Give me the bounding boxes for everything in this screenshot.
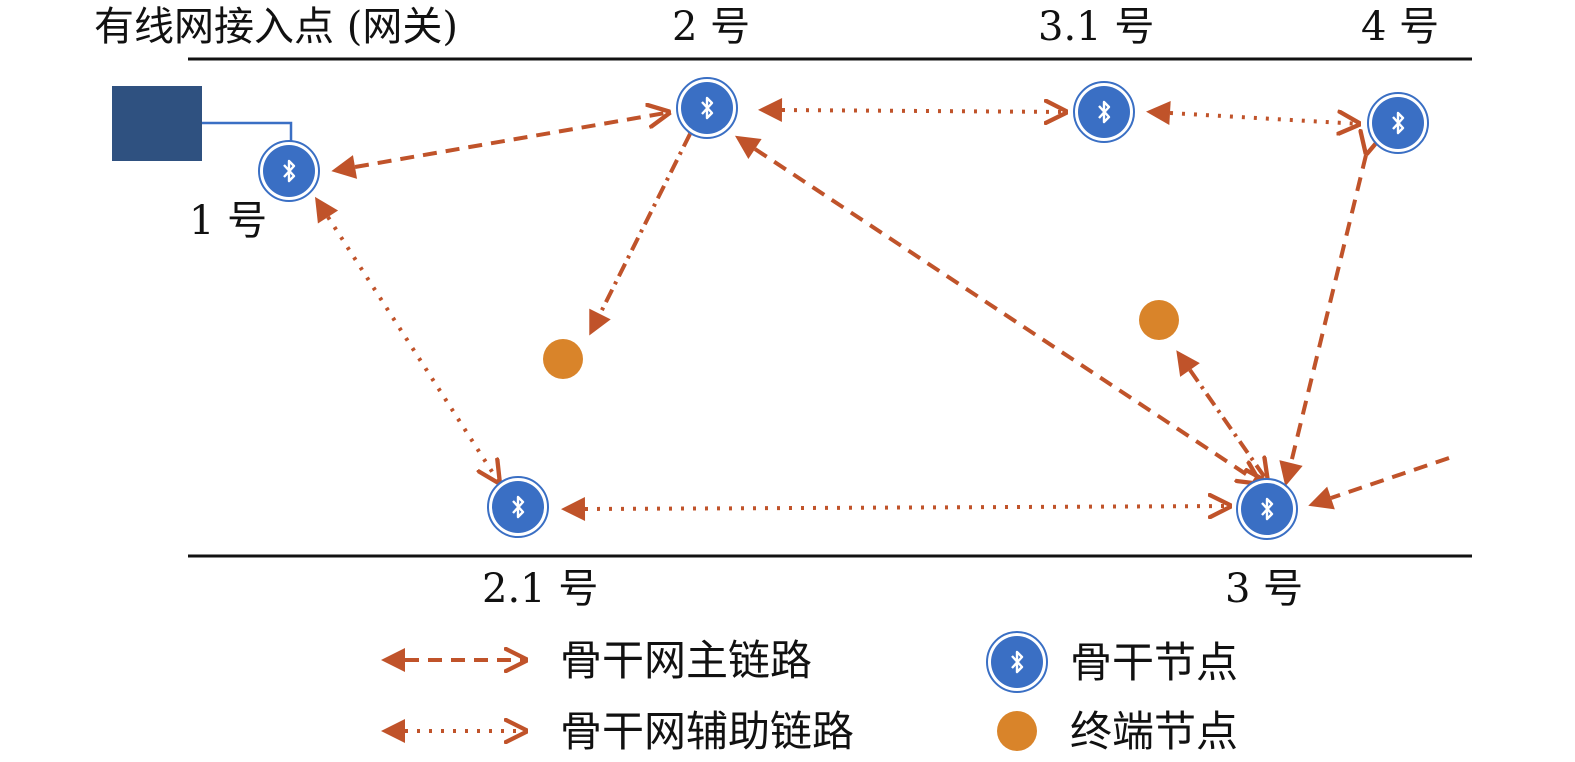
aux-link-3_1-4 <box>1170 113 1361 124</box>
node-3-bluetooth-icon <box>1235 477 1299 541</box>
aux-link-2-3_1 <box>782 110 1068 112</box>
node-2-label: 2 号 <box>672 4 750 50</box>
terminal-links <box>600 134 1268 482</box>
aux-link-1-2_1 <box>328 217 500 484</box>
node-2-bluetooth-icon <box>675 76 739 140</box>
node-3_1-label: 3.1 号 <box>1038 4 1154 50</box>
terminal-node-right <box>1139 300 1179 340</box>
node-2_1-bluetooth-icon <box>486 475 550 539</box>
gateway-square-icon <box>112 86 202 161</box>
main-link-1-2 <box>355 112 671 167</box>
legend: 骨干网主链路 骨干网辅助链路 骨干节点 终端节点 <box>405 630 1238 756</box>
terminal-link-2 <box>600 134 690 314</box>
main-links <box>355 112 1450 510</box>
gateway-label: 有线网接入点 (网关) <box>94 4 458 50</box>
legend-aux-link-label: 骨干网辅助链路 <box>560 707 854 756</box>
node-4-label: 4 号 <box>1361 4 1439 50</box>
node-3-label: 3 号 <box>1225 566 1303 612</box>
node-4-bluetooth-icon <box>1366 91 1430 155</box>
node-3_1-bluetooth-icon <box>1072 80 1136 144</box>
node-2_1-label: 2.1 号 <box>482 566 598 612</box>
aux-links <box>328 110 1361 509</box>
legend-terminal-node-label: 终端节点 <box>1070 707 1238 756</box>
aux-link-2_1-3 <box>585 506 1232 509</box>
node-1-bluetooth-icon <box>257 139 321 203</box>
terminal-link-3 <box>1190 370 1268 482</box>
legend-terminal-node-dot <box>997 711 1037 751</box>
legend-bluetooth-icon <box>985 630 1049 694</box>
legend-main-link-label: 骨干网主链路 <box>560 636 812 685</box>
main-link-4-3 <box>1291 155 1366 463</box>
main-link-2-3 <box>755 149 1261 484</box>
legend-backbone-node-label: 骨干节点 <box>1070 638 1238 687</box>
main-link-incoming-3 <box>1308 456 1450 510</box>
gateway-wire <box>202 121 293 144</box>
node-1-label: 1 号 <box>189 198 267 244</box>
terminal-node-left <box>543 339 583 379</box>
